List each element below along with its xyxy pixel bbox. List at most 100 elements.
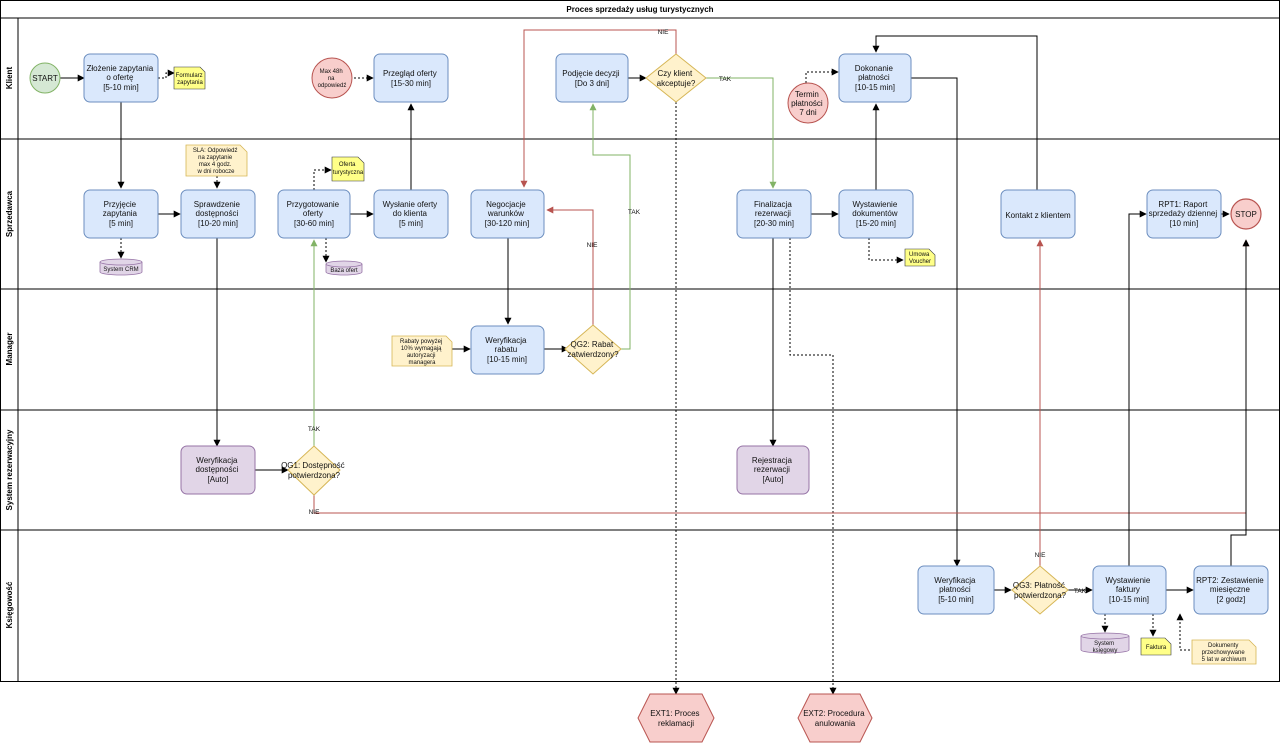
edge-label-nie-qg2: NIE: [587, 242, 599, 249]
edge-label-nie-qg3: NIE: [1035, 552, 1047, 559]
external-label-line: EXT1: Proces: [650, 709, 699, 718]
note-dokumenty: Dokumenty przechowywane 5 lat w archiwum: [1191, 639, 1257, 665]
task-rpt2-zestawienie[interactable]: RPT2: Zestawienie miesięczne [2 godz]: [1193, 565, 1269, 615]
datastore-system-ksiegowy[interactable]: System księgowy: [1080, 632, 1130, 654]
datastore-baza-ofert[interactable]: Baza ofert: [325, 260, 363, 276]
task-label-line: Weryfikacja: [934, 576, 976, 585]
doc-formularz-zapytania[interactable]: Formularz zapytania: [173, 66, 206, 90]
external-label-line: reklamacji: [658, 719, 694, 728]
svg-text:Rejestracja rezerwacji: Rejestracja rezerwacji [Auto]: [752, 456, 794, 484]
note-label-line: managera: [408, 360, 436, 366]
task-wyslanie-oferty[interactable]: Wysłanie oferty do klienta [5 min]: [373, 189, 449, 239]
pool-title: Proces sprzedaży usług turystycznych: [566, 5, 713, 14]
svg-text:SLA: Odpowiedź na zapyta: SLA: Odpowiedź na zapytanie max 4 godz. …: [193, 148, 239, 175]
start-event[interactable]: START: [29, 62, 61, 94]
svg-text:Dokumenty przechowywane: Dokumenty przechowywane 5 lat w archiwum: [1202, 643, 1247, 663]
task-weryfikacja-dostepnosci[interactable]: Weryfikacja dostępności [Auto]: [180, 445, 256, 495]
datastore-system-crm[interactable]: System CRM: [99, 258, 143, 276]
task-label-line: Rejestracja: [752, 456, 793, 465]
gateway-czy-klient-akceptuje[interactable]: Czy klient akceptuje?: [645, 53, 707, 103]
note-label-line: Rabaty powyżej: [400, 339, 442, 345]
task-weryfikacja-platnosci[interactable]: Weryfikacja płatności [5-10 min]: [917, 565, 995, 615]
doc-label-line: zapytania: [177, 80, 203, 86]
task-dokonanie-platnosci[interactable]: Dokonanie płatności [10-15 min]: [838, 53, 912, 103]
timer-label-line: płatności: [791, 99, 823, 108]
task-label-line: Weryfikacja: [196, 456, 238, 465]
task-label-line: o ofertę: [106, 73, 134, 82]
svg-text:QG1: Dostępność potwierd: QG1: Dostępność potwierdzona?: [281, 461, 347, 480]
task-label-line: Finalizacja: [754, 200, 792, 209]
gateway-label-line: Czy klient: [658, 69, 693, 78]
gateway-label-line: potwierdzona?: [1014, 591, 1067, 600]
datastore-label-line: System: [1094, 641, 1114, 647]
edge-label-tak-klient: TAK: [719, 76, 732, 83]
lane-title-sprzedawca: Sprzedawca: [5, 190, 14, 237]
gateway-qg1-dostepnosc[interactable]: QG1: Dostępność potwierdzona?: [281, 445, 347, 496]
svg-text:Oferta turystyczna: Oferta turystyczna: [333, 162, 364, 176]
note-label-line: Dokumenty: [1208, 643, 1238, 649]
task-podjecie-decyzji[interactable]: Podjęcie decyzji [Do 3 dni]: [555, 53, 629, 103]
task-przeglad-oferty[interactable]: Przegląd oferty [15-30 min]: [373, 53, 449, 103]
doc-label-line: Umowa: [909, 252, 930, 258]
task-label-line: [5 min]: [399, 219, 423, 228]
lane-title-klient: Klient: [5, 67, 14, 90]
task-label-line: dostępności: [196, 209, 239, 218]
end-event-stop[interactable]: STOP: [1230, 198, 1262, 230]
svg-text:Max 48h na odpowie: Max 48h na odpowiedź: [318, 69, 347, 89]
svg-text:Przyjęcie zapytania: Przyjęcie zapytania [5 min]: [103, 200, 139, 228]
note-rabaty: Rabaty powyżej 10% wymagają autoryzacji …: [391, 335, 453, 367]
datastore-label-line: księgowy: [1093, 648, 1118, 654]
svg-text:Sprawdzenie dostępności: Sprawdzenie dostępności [10-20 min]: [194, 200, 242, 228]
lane-title-system: System rezerwacyjny: [5, 429, 14, 510]
gateway-label-line: zatwierdzony?: [567, 350, 619, 359]
task-przyjecie-zapytania[interactable]: Przyjęcie zapytania [5 min]: [83, 189, 159, 239]
svg-text:Weryfikacja dostępności: Weryfikacja dostępności [Auto]: [196, 456, 241, 484]
svg-text:Rabaty powyżej 10% wymag: Rabaty powyżej 10% wymagają autoryzacji …: [400, 339, 444, 366]
task-label-line: Sprawdzenie: [194, 200, 241, 209]
timer-event-termin-platnosci[interactable]: Termin płatności 7 dni: [787, 82, 829, 124]
svg-text:Wystawienie faktury: Wystawienie faktury [10-15 min]: [1105, 576, 1152, 604]
note-label-line: autoryzacji: [407, 353, 436, 359]
task-rejestracja-rezerwacji[interactable]: Rejestracja rezerwacji [Auto]: [736, 445, 810, 495]
task-wystawienie-dokumentow[interactable]: Wystawienie dokumentów [15-20 min]: [838, 189, 914, 239]
lane-title-ksiegowosc: Księgowość: [5, 581, 14, 628]
timer-event-48h[interactable]: Max 48h na odpowiedź: [311, 57, 353, 99]
task-weryfikacja-rabatu[interactable]: Weryfikacja rabatu [10-15 min]: [470, 325, 545, 375]
task-label-line: [10-15 min]: [855, 83, 895, 92]
task-kontakt-z-klientem[interactable]: Kontakt z klientem: [1000, 189, 1076, 239]
edge-label-nie-klient: NIE: [658, 29, 670, 36]
edge-label-tak-qg2: TAK: [628, 209, 641, 216]
task-label-line: Weryfikacja: [485, 336, 527, 345]
datastore-label: Baza ofert: [330, 268, 358, 274]
task-negocjacje-warunkow[interactable]: Negocjacje warunków [30-120 min]: [470, 189, 545, 239]
doc-label-line: Formularz: [176, 73, 203, 79]
doc-oferta-turystyczna[interactable]: Oferta turystyczna: [331, 156, 365, 182]
svg-text:Złożenie zapytania o ofe: Złożenie zapytania o ofertę [5-10 min]: [87, 64, 156, 92]
svg-text:Podjęcie decyzji [Do 3 d: Podjęcie decyzji [Do 3 dni]: [562, 69, 622, 88]
task-sprawdzenie-dostepnosci[interactable]: Sprawdzenie dostępności [10-20 min]: [180, 189, 256, 239]
task-finalizacja-rezerwacji[interactable]: Finalizacja rezerwacji [20-30 min]: [736, 189, 812, 239]
task-label-line: Złożenie zapytania: [87, 64, 154, 73]
task-label-line: płatności: [858, 73, 890, 82]
task-rpt1-raport[interactable]: RPT1: Raport sprzedaży dziennej [10 min]: [1146, 189, 1222, 239]
task-przygotowanie-oferty[interactable]: Przygotowanie oferty [30-60 min]: [277, 189, 351, 239]
doc-faktura[interactable]: Faktura: [1140, 637, 1172, 656]
timer-label-line: odpowiedź: [318, 83, 347, 89]
task-wystawienie-faktury[interactable]: Wystawienie faktury [10-15 min]: [1092, 565, 1167, 615]
task-zlozenie-zapytania[interactable]: Złożenie zapytania o ofertę [5-10 min]: [83, 53, 159, 103]
external-ext1-reklamacji[interactable]: EXT1: Proces reklamacji: [637, 693, 715, 743]
pool: Proces sprzedaży usług turystycznych: [0, 0, 1280, 682]
svg-text:Negocjacje warunków: Negocjacje warunków [30-120 min]: [485, 200, 529, 228]
task-label-line: [15-20 min]: [856, 219, 896, 228]
svg-text:Wysłanie oferty do klien: Wysłanie oferty do klienta [5 min]: [383, 200, 440, 228]
gateway-qg3-platnosc[interactable]: QG3: Płatność potwierdzona?: [1011, 565, 1069, 615]
doc-umowa-voucher[interactable]: Umowa Voucher: [904, 248, 936, 267]
external-ext2-anulowania[interactable]: EXT2: Procedura anulowania: [797, 693, 873, 743]
gateway-qg2-rabat[interactable]: QG2: Rabat zatwierdzony?: [564, 324, 622, 375]
task-label-line: rabatu: [495, 345, 518, 354]
task-label-line: Wystawienie: [852, 200, 897, 209]
task-label-line: [30-120 min]: [485, 219, 529, 228]
svg-text:Weryfikacja płatności: Weryfikacja płatności [5-10 min]: [934, 576, 977, 604]
task-label-line: [5-10 min]: [938, 595, 974, 604]
